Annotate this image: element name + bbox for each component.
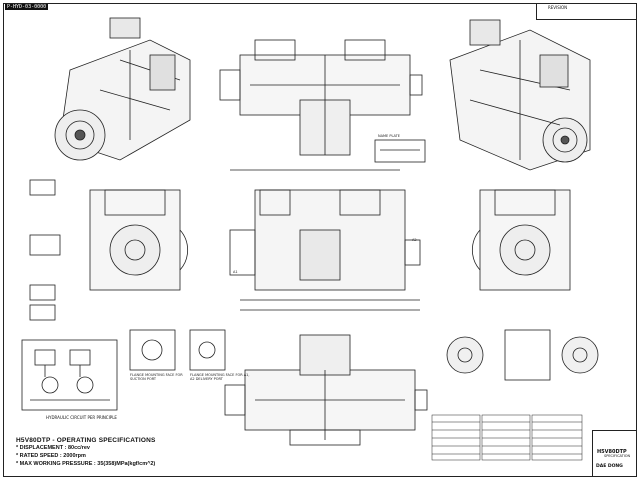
title-block <box>592 430 637 477</box>
side-view-right <box>471 189 571 291</box>
name-plate <box>374 139 426 163</box>
title-block-model: H5V80DTP <box>597 449 627 455</box>
name-plate-label: NAME PLATE <box>378 134 400 138</box>
delivery-port-a1-label: A1 <box>233 270 238 274</box>
revision-label: REVISION <box>548 5 568 10</box>
spec-max-pressure: * MAX WORKING PRESSURE : 35(358)MPa(kgf/… <box>16 461 156 467</box>
spec-rated-speed: * RATED SPEED : 2000rpm <box>16 453 86 459</box>
delivery-port-a2-label: A2 <box>412 238 417 242</box>
flange-delivery-label: FLANGE MOUNTING FACE FOR A1, A2 DELIVERY… <box>190 373 250 381</box>
bottom-view <box>224 334 428 446</box>
title-block-subtitle: SPECIFICATION <box>604 454 631 458</box>
front-view <box>229 169 421 311</box>
isometric-view-right <box>449 19 591 171</box>
flange-suction-label: FLANGE MOUNTING FACE FOR SUCTION PORT <box>130 373 183 381</box>
drawing-number-tag: P-HYD-03-0000 <box>5 4 49 10</box>
side-view-left <box>89 189 189 291</box>
port-details-left <box>29 179 61 321</box>
spec-tables <box>431 414 583 461</box>
hydraulic-circuit-caption: HYDRAULIC CIRCUIT PER PRINCIPLE <box>46 415 117 420</box>
top-view <box>219 39 423 156</box>
flange-faces <box>129 329 226 371</box>
spec-displacement: * DISPLACEMENT : 80cc/rev <box>16 445 90 451</box>
company-logo: DAE DONG <box>596 464 623 469</box>
operating-specifications: H5V80DTP - OPERATING SPECIFICATIONS * DI… <box>16 437 156 468</box>
end-views <box>446 329 599 381</box>
hydraulic-circuit <box>21 339 118 411</box>
revision-block <box>536 3 637 20</box>
isometric-view-left <box>54 17 191 161</box>
drawing-frame <box>3 3 637 477</box>
spec-title: H5V80DTP - OPERATING SPECIFICATIONS <box>16 437 156 444</box>
